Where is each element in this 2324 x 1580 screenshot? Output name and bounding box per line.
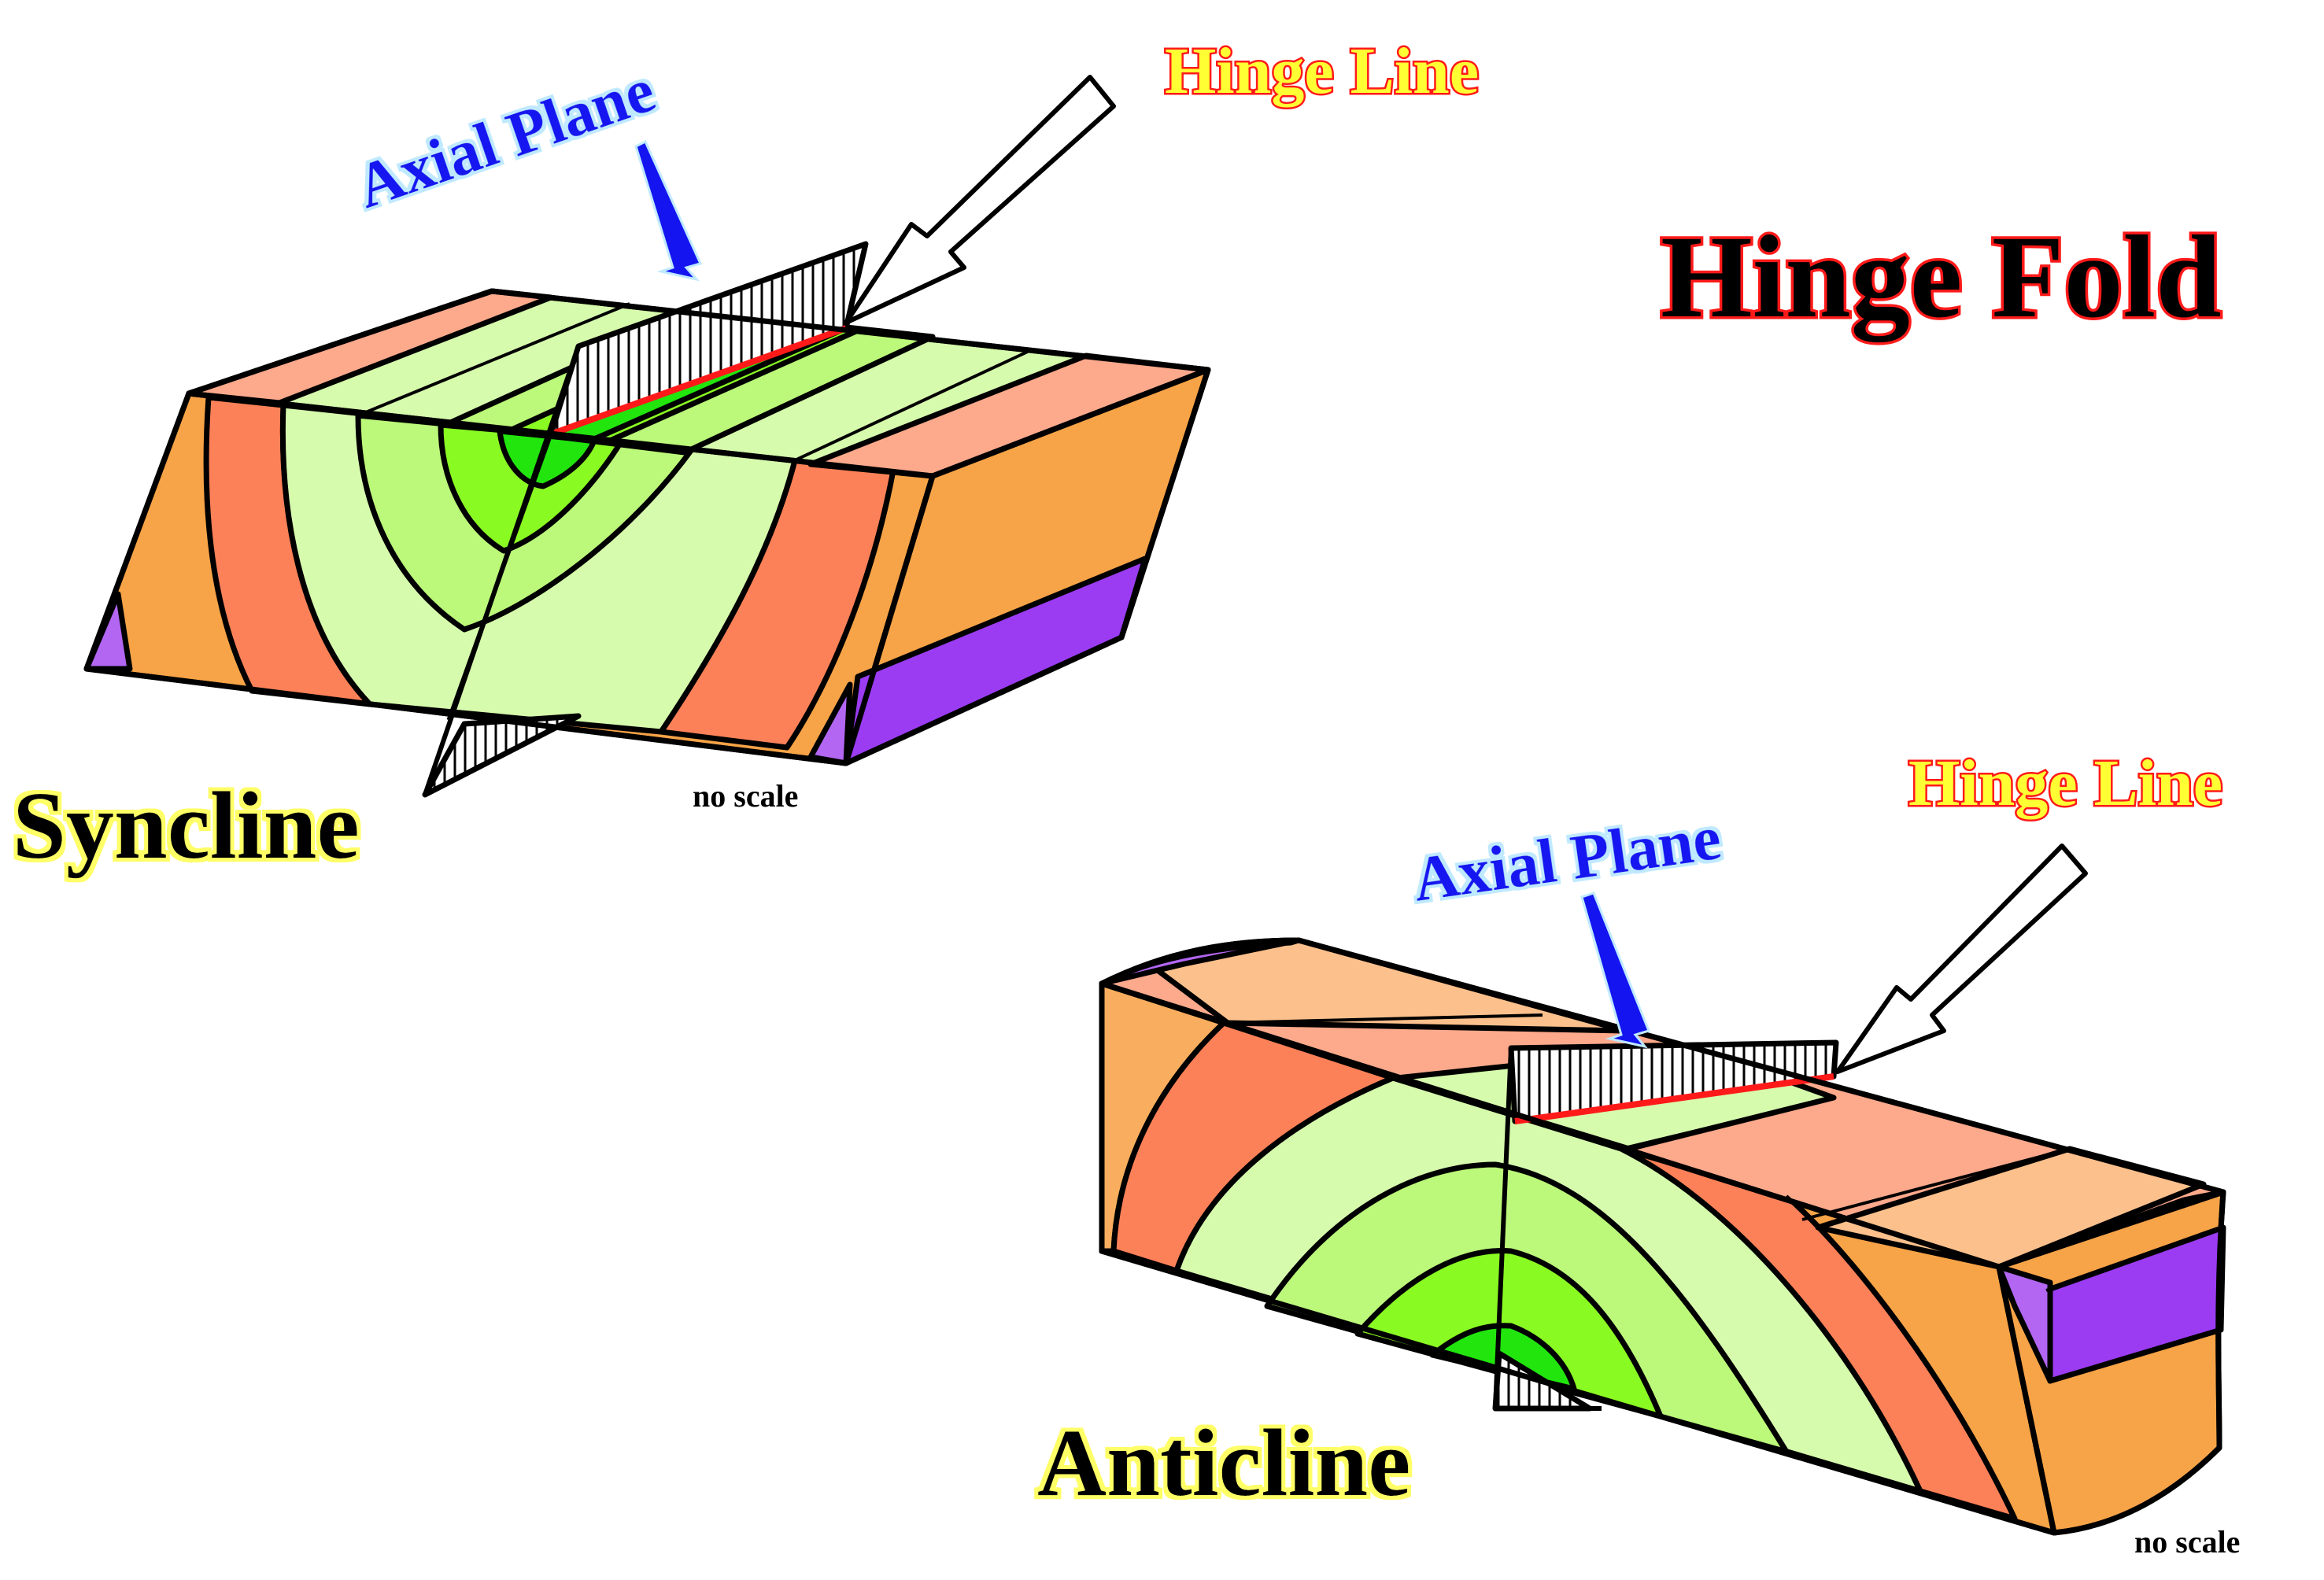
syncline-scale-note: no scale [693,778,798,814]
syncline-axial-plane-label: Axial Plane [348,56,663,222]
syncline-hinge-line-label: Hinge Line [1165,35,1479,108]
syncline-hinge-line [553,325,848,436]
anticline-hinge-line-arrow [1835,844,2088,1074]
anticline-hinge-line [1514,1073,1834,1124]
anticline-axial-plane-arrow [1580,892,1651,1049]
syncline-axial-plane-arrow [634,139,703,282]
anticline-block [1099,937,2226,1536]
anticline-hinge-line-label: Hinge Line [1908,747,2222,820]
syncline-block [83,241,1211,798]
anticline-name-label: Anticline [1037,1410,1410,1516]
anticline-scale-note: no scale [2134,1524,2240,1560]
page-title: Hinge Fold [1661,212,2222,342]
syncline-axial-plane-lower [422,713,582,798]
syncline-name-label: Syncline [13,773,360,879]
syncline-hinge-line-arrow [844,75,1116,325]
anticline-axial-plane-label: Axial Plane [1409,803,1725,915]
